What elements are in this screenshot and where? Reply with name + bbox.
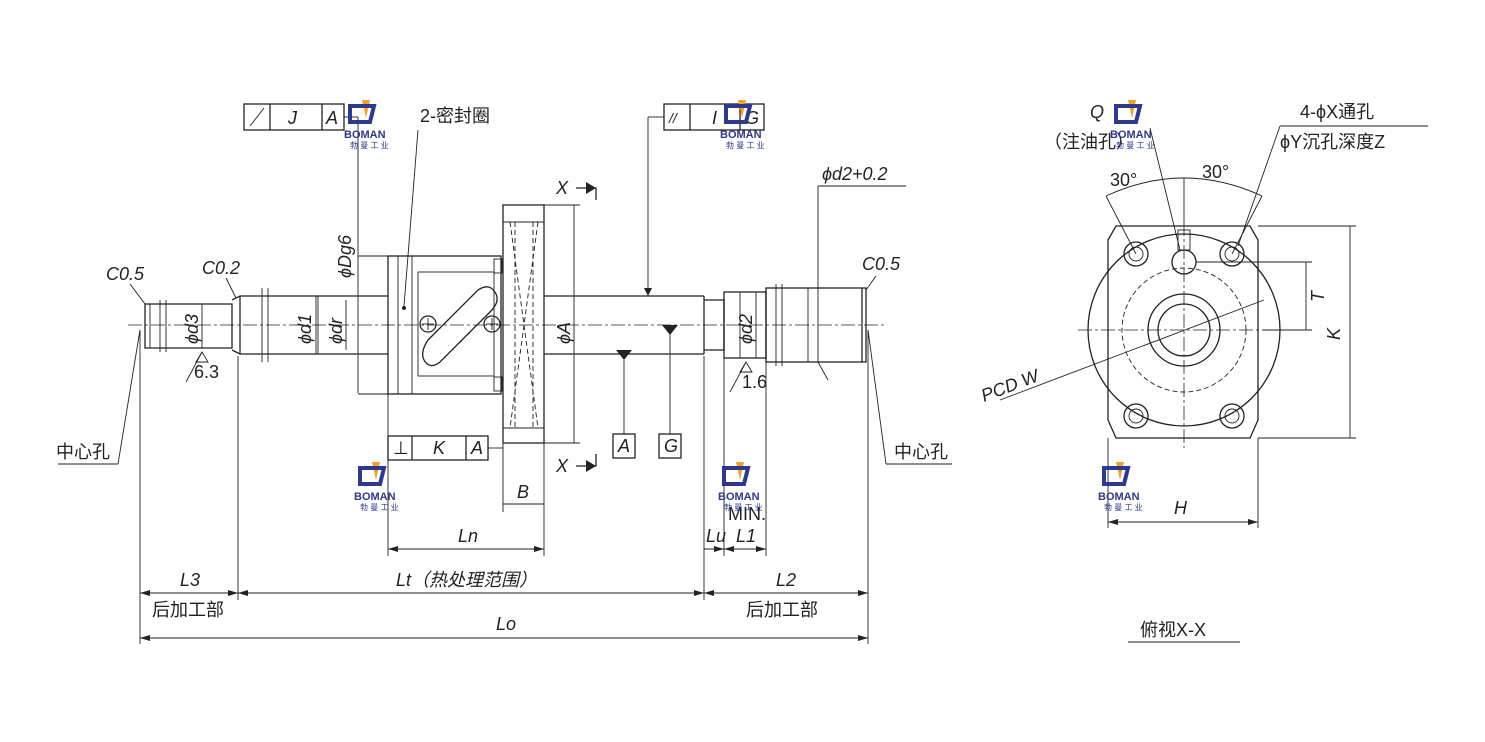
boman-logo-3: BOMAN 勃 曼 工 业 xyxy=(1110,100,1155,150)
d1-label: ϕd1 xyxy=(295,314,315,344)
perpendicular-icon: ⊥ xyxy=(393,438,409,458)
watermark-logos: BOMAN 勃 曼 工 业 BOMAN 勃 曼 工 业 BOMAN 勃 曼 工 … xyxy=(344,100,1155,512)
flange-outline xyxy=(1107,225,1259,439)
c05-right-label: C0.5 xyxy=(862,254,901,274)
c02-label: C0.2 xyxy=(202,258,240,278)
svg-text:勃 曼 工 业: 勃 曼 工 业 xyxy=(350,140,389,150)
svg-text:勃 曼 工 业: 勃 曼 工 业 xyxy=(360,502,399,512)
roughness-16: 1.6 xyxy=(742,372,767,392)
svg-text:BOMAN: BOMAN xyxy=(720,129,762,141)
boman-logo-1: BOMAN 勃 曼 工 业 xyxy=(344,100,389,150)
boman-logo-2: BOMAN 勃 曼 工 业 xyxy=(720,100,765,150)
seal-label: 2-密封圈 xyxy=(420,106,490,126)
total-runout-icon: // xyxy=(668,110,679,126)
dr-label: ϕdr xyxy=(326,317,346,344)
runout-frame: J A xyxy=(243,103,359,393)
svg-text:BOMAN: BOMAN xyxy=(1098,491,1140,503)
left-journal xyxy=(144,303,233,349)
svg-text:BOMAN: BOMAN xyxy=(1110,129,1152,141)
pcd-label: PCD W xyxy=(978,365,1043,406)
tube-screw-left xyxy=(419,315,437,333)
runout-value: J xyxy=(287,108,298,128)
boman-logo-4: BOMAN 勃 曼 工 业 xyxy=(354,462,399,512)
svg-text:BOMAN: BOMAN xyxy=(344,129,386,141)
bolt-holes xyxy=(1123,241,1245,429)
q-label: Q xyxy=(1090,102,1104,122)
dim-lu: Lu xyxy=(706,526,726,546)
d2-plus-label: ϕd2+0.2 xyxy=(822,164,888,184)
t-label: T xyxy=(1308,289,1328,302)
return-tube xyxy=(422,286,498,367)
angle-right: 30° xyxy=(1202,162,1229,182)
tube-screw-right xyxy=(483,315,501,333)
dim-b: B xyxy=(517,482,529,502)
right-end xyxy=(765,287,867,363)
holes-line2: ϕY沉孔深度Z xyxy=(1280,132,1385,152)
boman-logo-5: BOMAN 勃 曼 工 业 xyxy=(718,462,763,512)
center-hole-left: 中心孔 xyxy=(56,442,110,462)
post-right: 后加工部 xyxy=(746,600,818,620)
holes-line1: 4-ϕX通孔 xyxy=(1300,102,1374,122)
oil-hole-label: （注油孔） xyxy=(1044,132,1134,152)
phiA-label: ϕA xyxy=(554,322,574,344)
runout-arrow-icon xyxy=(249,107,265,127)
section-x-bottom: X xyxy=(555,456,569,476)
view-caption: 俯视X-X xyxy=(1140,620,1206,640)
datum-a-label: A xyxy=(617,436,630,456)
k-label: K xyxy=(1324,327,1344,340)
svg-text:勃 曼 工 业: 勃 曼 工 业 xyxy=(1104,502,1143,512)
dg6-label: ϕDg6 xyxy=(335,234,355,278)
d2-label: ϕd2 xyxy=(736,314,756,344)
svg-text:勃 曼 工 业: 勃 曼 工 业 xyxy=(726,140,765,150)
post-left: 后加工部 xyxy=(152,600,224,620)
perpendicular-datum: A xyxy=(470,438,483,458)
datum-g-box xyxy=(658,433,682,459)
total-runout-value: I xyxy=(712,108,717,128)
angle-left: 30° xyxy=(1110,170,1137,190)
c05-left-label: C0.5 xyxy=(106,264,145,284)
svg-text:BOMAN: BOMAN xyxy=(354,491,396,503)
boman-logo-6: BOMAN 勃 曼 工 业 xyxy=(1098,462,1143,512)
flange xyxy=(502,204,545,444)
dim-lt: Lt（热处理范围） xyxy=(396,570,537,590)
datum-g-label: G xyxy=(664,436,678,456)
side-view: 30° 30° Q （注油孔） 4-ϕX通孔 ϕY沉孔深度Z T K PCD W… xyxy=(978,102,1428,643)
datum-a-mark xyxy=(616,350,632,360)
d3-label: ϕd3 xyxy=(182,314,202,344)
svg-text:勃 曼 工 业: 勃 曼 工 业 xyxy=(724,502,763,512)
h-label: H xyxy=(1174,498,1188,518)
nut-body xyxy=(387,255,502,395)
perpendicular-frame: ⊥ K A xyxy=(387,435,503,461)
section-x-top: X xyxy=(555,178,569,198)
min-label: MIN. xyxy=(728,504,766,524)
dim-l1: L1 xyxy=(736,526,756,546)
dim-l2: L2 xyxy=(776,570,796,590)
datum-g-mark xyxy=(662,325,678,335)
center-hole-right: 中心孔 xyxy=(894,442,948,462)
roughness-63: 6.3 xyxy=(194,362,219,382)
dim-ln: Ln xyxy=(458,526,478,546)
svg-text:BOMAN: BOMAN xyxy=(718,491,760,503)
front-view: A G J A // I G xyxy=(56,103,952,644)
svg-text:勃 曼 工 业: 勃 曼 工 业 xyxy=(1116,140,1155,150)
datum-a-box xyxy=(612,433,636,459)
dim-l3: L3 xyxy=(180,570,200,590)
perpendicular-value: K xyxy=(433,438,446,458)
runout-datum: A xyxy=(325,108,338,128)
dim-l0: Lo xyxy=(496,614,516,634)
